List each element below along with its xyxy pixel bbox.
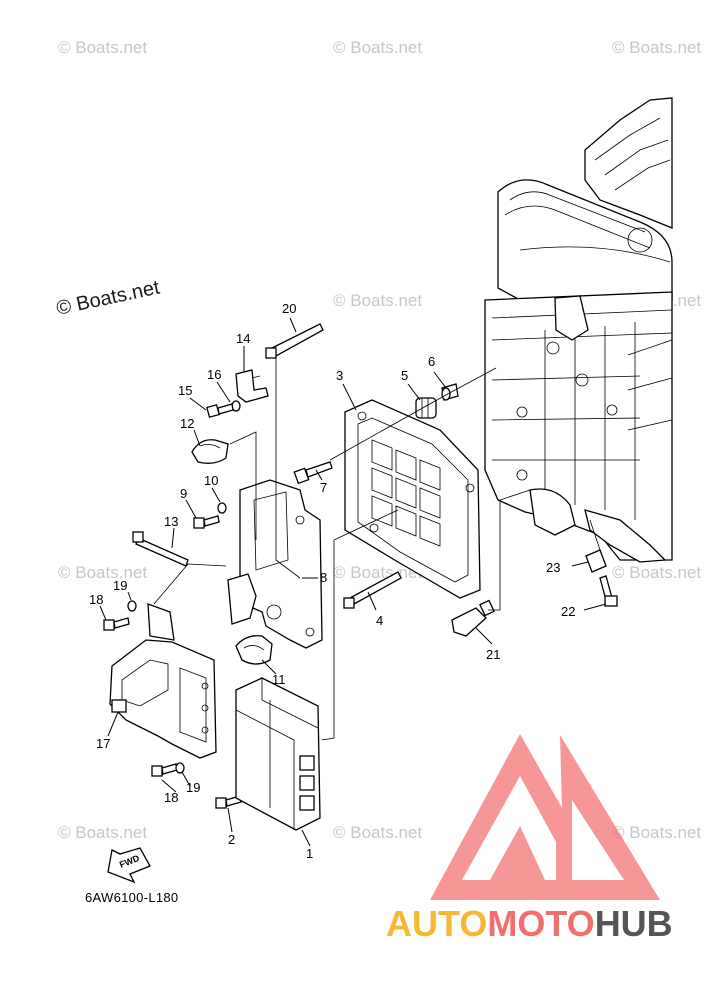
part-1-ecu: [235, 677, 321, 831]
callout-17: 17: [96, 736, 110, 751]
part-12-clamp: [191, 439, 229, 464]
callout-18-lower: 18: [164, 790, 178, 805]
part-23-grommet: [585, 549, 607, 573]
callout-22: 22: [561, 604, 575, 619]
part-18-bolt: [103, 617, 130, 631]
part-11-clamp: [235, 635, 273, 665]
watermark: © Boats.net: [612, 563, 701, 582]
logo-auto: AUTO: [386, 903, 487, 944]
watermark: © Boats.net: [58, 38, 147, 57]
part-19-washer: [127, 600, 137, 612]
callout-19: 19: [113, 578, 127, 593]
part-14-bracket: [235, 369, 269, 403]
logo-moto: MOTO: [487, 903, 594, 944]
callout-labels: 20 14 16 15 12 3 5 6 9 10 7 13 8 19 18 4…: [89, 301, 575, 861]
callout-13: 13: [164, 514, 178, 529]
callout-5: 5: [401, 368, 408, 383]
callout-12: 12: [180, 416, 194, 431]
part-13-cable-tie: [132, 531, 189, 567]
callout-3: 3: [336, 368, 343, 383]
callout-2: 2: [228, 832, 235, 847]
part-17-side-bracket: [109, 603, 217, 759]
watermark: © Boats.net: [612, 38, 701, 57]
part-3-mounting-frame: [344, 399, 481, 599]
callout-7: 7: [320, 480, 327, 495]
watermark-large: © Boats.net: [54, 276, 162, 319]
callout-6: 6: [428, 354, 435, 369]
part-4-cable-tie: [343, 571, 402, 609]
callout-9: 9: [180, 486, 187, 501]
reference-lines: [153, 356, 601, 741]
callout-18: 18: [89, 592, 103, 607]
callout-10: 10: [204, 473, 218, 488]
watermark: © Boats.net: [58, 823, 147, 842]
watermarks: © Boats.net © Boats.net © Boats.net © Bo…: [54, 38, 701, 842]
engine-block: [484, 97, 673, 563]
leader-lines: [99, 317, 607, 847]
watermark: © Boats.net: [333, 38, 422, 57]
part-8-bracket-plate: [227, 479, 323, 649]
part-22-sensor: [599, 575, 618, 607]
watermark: © Boats.net: [58, 563, 147, 582]
part-9-bolt: [193, 515, 220, 529]
part-10-washer: [217, 502, 227, 514]
part-19-washer-lower: [175, 762, 185, 774]
callout-1: 1: [306, 846, 313, 861]
part-20-cable-tie: [265, 323, 324, 359]
automotohub-logo-mark: [430, 734, 660, 900]
callout-15: 15: [178, 383, 192, 398]
watermark: © Boats.net: [333, 823, 422, 842]
part-15-bolt: [206, 403, 234, 418]
callout-16: 16: [207, 367, 221, 382]
logo-hub: HUB: [595, 903, 673, 944]
callout-19-lower: 19: [186, 780, 200, 795]
part-21-sensor: [451, 599, 495, 637]
watermark: © Boats.net: [333, 291, 422, 310]
fwd-arrow-icon: FWD: [107, 847, 151, 884]
callout-14: 14: [236, 331, 250, 346]
callout-23: 23: [546, 560, 560, 575]
part-5-grommet: [415, 397, 437, 419]
svg-text:AUTOMOTOHUB: AUTOMOTOHUB: [386, 903, 673, 944]
part-7-bolt: [293, 461, 333, 485]
callout-21: 21: [486, 647, 500, 662]
automotohub-logo-text: AUTOMOTOHUB: [386, 903, 673, 944]
callout-20: 20: [282, 301, 296, 316]
callout-11: 11: [272, 672, 286, 687]
watermark: © Boats.net: [612, 823, 701, 842]
callout-8: 8: [320, 570, 327, 585]
part-18-bolt-lower: [151, 763, 178, 777]
diagram-code: 6AW6100-L180: [85, 890, 178, 905]
callout-4: 4: [376, 613, 383, 628]
